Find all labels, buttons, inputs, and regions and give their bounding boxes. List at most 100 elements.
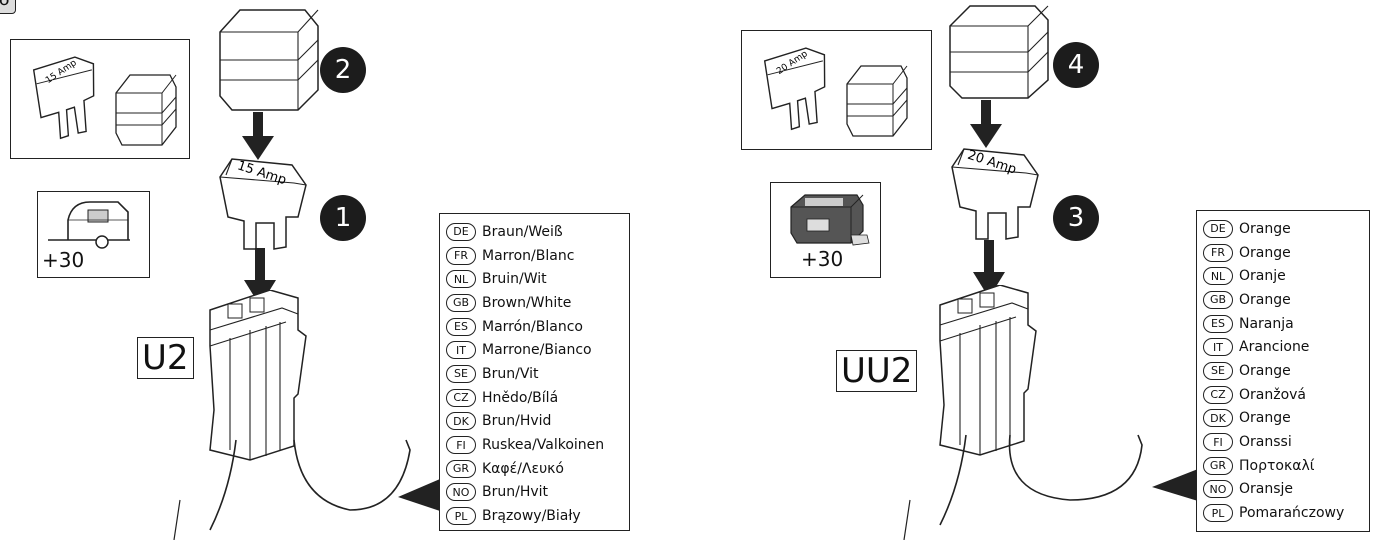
country-code-badge: IT bbox=[1203, 338, 1233, 357]
wire-color-label: Brun/Hvid bbox=[482, 413, 552, 430]
country-code-badge: GB bbox=[1203, 290, 1233, 309]
country-code-badge: FI bbox=[446, 436, 476, 455]
wire-color-label: Marron/Blanc bbox=[482, 247, 575, 264]
wire-color-label: Orange bbox=[1239, 291, 1291, 308]
legend-row: CZ Hnědo/Bílá bbox=[446, 386, 629, 410]
wire-color-label: Bruin/Wit bbox=[482, 271, 547, 288]
wire-color-label: Orange bbox=[1239, 410, 1291, 427]
wire-color-label: Marrón/Blanco bbox=[482, 318, 583, 335]
country-code-badge: GB bbox=[446, 293, 476, 312]
country-code-badge: PL bbox=[1203, 504, 1233, 523]
country-code-badge: FR bbox=[1203, 243, 1233, 262]
country-code-badge: CZ bbox=[446, 388, 476, 407]
legend-row: PL Brązowy/Biały bbox=[446, 504, 629, 528]
wire-color-label: Καφέ/Λευκό bbox=[482, 460, 564, 477]
right-inset-drawing: 20 Amp bbox=[763, 47, 908, 137]
caravan-icon bbox=[48, 201, 130, 249]
right-supply-label: +30 bbox=[801, 247, 844, 271]
legend-row: NL Oranje bbox=[1203, 264, 1369, 288]
left-connector-label: U2 bbox=[137, 337, 194, 379]
legend-row: IT Arancione bbox=[1203, 335, 1369, 359]
left-legend-pointer bbox=[398, 479, 440, 511]
legend-row: PL Pomarańczowy bbox=[1203, 501, 1369, 525]
legend-row: ES Marrón/Blanco bbox=[446, 315, 629, 339]
wire-color-label: Orange bbox=[1239, 362, 1291, 379]
wire-color-label: Orange bbox=[1239, 220, 1291, 237]
right-fuse-holder-part bbox=[949, 5, 1049, 99]
country-code-badge: GR bbox=[446, 459, 476, 478]
legend-row: NL Bruin/Wit bbox=[446, 267, 629, 291]
legend-row: GR Πορτοκαλί bbox=[1203, 454, 1369, 478]
legend-row: FI Oranssi bbox=[1203, 430, 1369, 454]
wire-color-label: Oranje bbox=[1239, 268, 1286, 285]
wire-color-label: Naranja bbox=[1239, 315, 1294, 332]
legend-row: NO Oransje bbox=[1203, 478, 1369, 502]
right-arrow-bottom bbox=[973, 240, 1005, 298]
wire-color-label: Oranžová bbox=[1239, 386, 1307, 403]
country-code-badge: SE bbox=[1203, 361, 1233, 380]
right-step-3-badge: 3 bbox=[1053, 195, 1099, 241]
left-caravan-box: +30 bbox=[37, 191, 150, 278]
left-arrow-top bbox=[242, 112, 274, 160]
country-code-badge: ES bbox=[1203, 314, 1233, 333]
country-code-badge: IT bbox=[446, 341, 476, 360]
legend-row: GR Καφέ/Λευκό bbox=[446, 457, 629, 481]
country-code-badge: FI bbox=[1203, 433, 1233, 452]
control-module-icon bbox=[790, 194, 870, 246]
right-fuse-inset: 20 Amp bbox=[741, 30, 932, 150]
right-module-box: +30 bbox=[770, 182, 881, 278]
country-code-badge: FR bbox=[446, 246, 476, 265]
country-code-badge: ES bbox=[446, 317, 476, 336]
wire-color-label: Brązowy/Biały bbox=[482, 508, 581, 525]
legend-row: FI Ruskea/Valkoinen bbox=[446, 433, 629, 457]
wire-color-label: Ruskea/Valkoinen bbox=[482, 437, 605, 454]
wire-color-label: Marrone/Bianco bbox=[482, 342, 592, 359]
corner-mark: 6 bbox=[0, 0, 16, 14]
country-code-badge: DE bbox=[446, 222, 476, 241]
right-step-4-badge: 4 bbox=[1053, 42, 1099, 88]
wire-color-label: Pomarańczowy bbox=[1239, 505, 1345, 522]
country-code-badge: DK bbox=[446, 412, 476, 431]
right-legend-pointer bbox=[1152, 469, 1198, 501]
left-fuse: 15 Amp bbox=[219, 158, 307, 250]
legend-row: IT Marrone/Bianco bbox=[446, 338, 629, 362]
wire-color-label: Brun/Hvit bbox=[482, 484, 549, 501]
legend-row: DK Brun/Hvid bbox=[446, 410, 629, 434]
country-code-badge: SE bbox=[446, 364, 476, 383]
legend-row: SE Brun/Vit bbox=[446, 362, 629, 386]
legend-row: GB Orange bbox=[1203, 288, 1369, 312]
wire-color-label: Hnědo/Bílá bbox=[482, 389, 559, 406]
left-connector bbox=[173, 290, 411, 540]
left-fuse-inset: 15 Amp bbox=[10, 39, 190, 159]
legend-row: ES Naranja bbox=[1203, 312, 1369, 336]
wire-color-label: Brown/White bbox=[482, 294, 572, 311]
wire-color-label: Oranssi bbox=[1239, 434, 1292, 451]
wire-color-label: Oransje bbox=[1239, 481, 1294, 498]
wire-color-label: Πορτοκαλί bbox=[1239, 457, 1315, 474]
left-step-1-badge: 1 bbox=[320, 195, 366, 241]
left-fuse-holder-part bbox=[219, 9, 319, 111]
left-inset-drawing: 15 Amp bbox=[32, 56, 177, 146]
wire-color-label: Brun/Vit bbox=[482, 365, 539, 382]
wire-color-label: Orange bbox=[1239, 244, 1291, 261]
legend-row: FR Marron/Blanc bbox=[446, 244, 629, 268]
left-supply-label: +30 bbox=[42, 248, 85, 272]
wire-color-label: Braun/Weiß bbox=[482, 223, 563, 240]
legend-row: GB Brown/White bbox=[446, 291, 629, 315]
country-code-badge: NL bbox=[446, 270, 476, 289]
wire-color-label: Arancione bbox=[1239, 339, 1310, 356]
country-code-badge: NO bbox=[446, 483, 476, 502]
country-code-badge: GR bbox=[1203, 456, 1233, 475]
legend-row: SE Orange bbox=[1203, 359, 1369, 383]
country-code-badge: NO bbox=[1203, 480, 1233, 499]
legend-row: FR Orange bbox=[1203, 241, 1369, 265]
right-arrow-top bbox=[970, 100, 1002, 148]
country-code-badge: NL bbox=[1203, 267, 1233, 286]
country-code-badge: CZ bbox=[1203, 385, 1233, 404]
legend-row: NO Brun/Hvit bbox=[446, 481, 629, 505]
country-code-badge: PL bbox=[446, 507, 476, 526]
